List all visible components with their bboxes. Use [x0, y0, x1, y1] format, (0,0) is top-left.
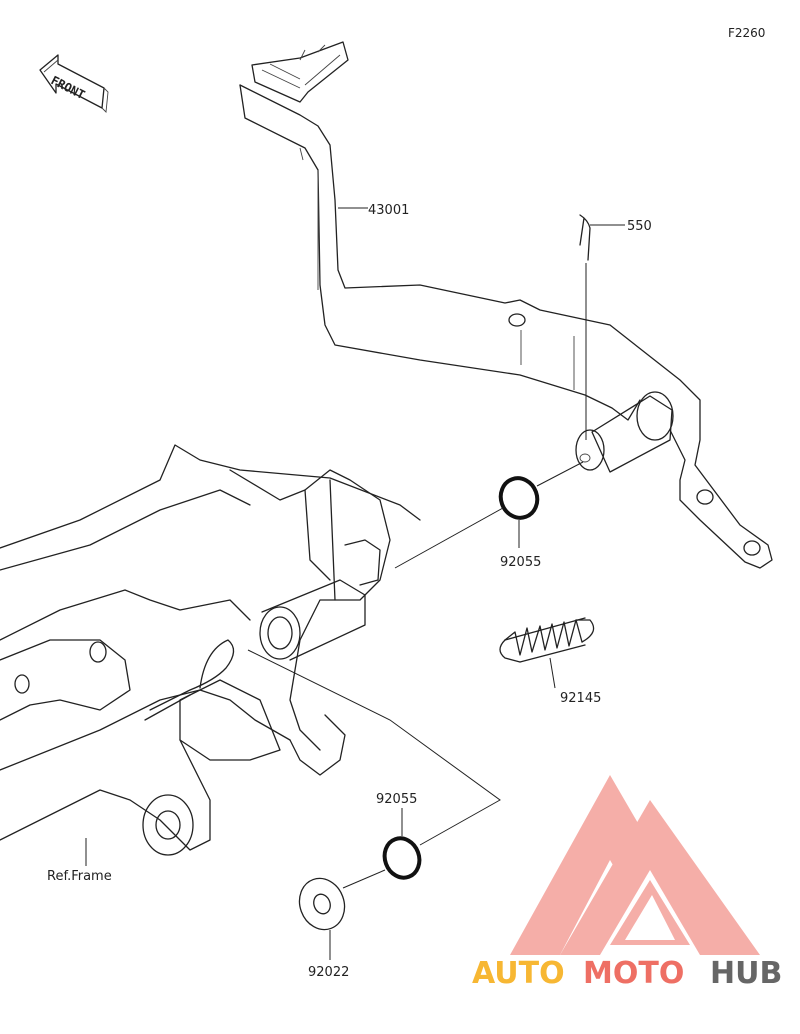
automotohub-logo: [510, 775, 760, 955]
assembly-lines: [85, 207, 625, 960]
cotter-pin-550: [579, 214, 591, 261]
logo-hub: HUB: [710, 956, 782, 991]
front-arrow-icon: [39, 54, 109, 113]
label-550: 550: [627, 219, 652, 234]
label-43001: 43001: [368, 203, 409, 218]
figure-code: F2260: [728, 26, 765, 40]
o-ring-92055-upper: [498, 476, 540, 520]
label-92145: 92145: [560, 691, 601, 706]
washer-92022: [298, 877, 346, 931]
front-label: FRONT: [49, 73, 88, 102]
logo-auto: AUTO: [472, 956, 565, 991]
label-92022: 92022: [308, 965, 349, 980]
label-92055-upper: 92055: [500, 555, 541, 570]
logo-moto: MOTO: [583, 956, 684, 991]
label-92055-lower: 92055: [376, 792, 417, 807]
o-ring-92055-lower: [382, 836, 422, 880]
frame: [0, 444, 421, 856]
label-ref-frame: Ref.Frame: [47, 869, 112, 884]
return-spring-92145: [499, 617, 595, 663]
brake-pedal-43001: [239, 41, 773, 569]
